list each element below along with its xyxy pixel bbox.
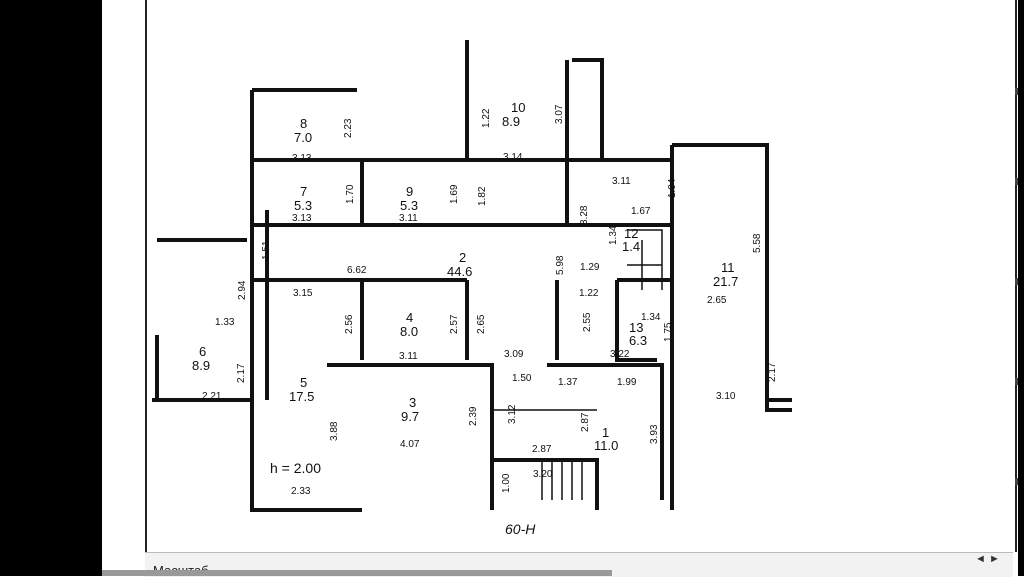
dim-label: 2.55 [582, 312, 593, 332]
room-10-area: 8.9 [502, 114, 520, 129]
dim-label: 3.10 [716, 391, 736, 402]
dim-label: 2.65 [476, 314, 487, 334]
dim-label: 1.69 [449, 184, 460, 204]
dim-label: 1.34 [641, 312, 661, 323]
dim-label: 3.15 [293, 288, 313, 299]
ceiling-height-note: h = 2.00 [270, 460, 321, 476]
dim-label: 1.70 [345, 184, 356, 204]
dimension-labels: 1.22 3.07 3.14 2.23 3.13 1.70 3.13 1.69 … [202, 104, 778, 497]
room-5-area: 17.5 [289, 389, 314, 404]
room-4-area: 8.0 [400, 324, 418, 339]
room-5-number: 5 [300, 375, 307, 390]
dim-label: 3.88 [329, 421, 340, 441]
dim-label: 2.87 [532, 444, 552, 455]
dim-label: 1.22 [579, 288, 599, 299]
room-13-number: 13 [629, 320, 643, 335]
room-7-number: 7 [300, 184, 307, 199]
dim-label: 1.00 [501, 473, 512, 493]
right-black-margin [1018, 0, 1024, 576]
ruler-tick [1015, 88, 1018, 95]
floor-plan-sheet: 1 11.0 2 44.6 3 9.7 4 8.0 5 17.5 6 8.9 7… [145, 0, 1017, 552]
room-1-area: 11.0 [594, 438, 618, 453]
page-navigation[interactable]: ◄ ► [975, 553, 1000, 565]
dim-label: 3.11 [399, 213, 418, 224]
dim-label: 3.28 [579, 205, 590, 225]
thin-lines [492, 229, 663, 500]
dim-label: 2.17 [767, 362, 778, 382]
ruler-tick [1015, 278, 1018, 285]
left-black-margin [0, 0, 102, 576]
room-3-number: 3 [409, 395, 416, 410]
room-3-area: 9.7 [401, 409, 419, 424]
room-6-area: 8.9 [192, 358, 210, 373]
dim-label: 1.75 [663, 322, 674, 342]
dim-label: 5.58 [752, 233, 763, 253]
dim-label: 2.33 [291, 486, 311, 497]
dim-label: 2.21 [202, 391, 222, 402]
room-11-number: 11 [721, 260, 735, 275]
room-8-area: 7.0 [294, 130, 312, 145]
dim-label: 1.50 [512, 373, 532, 384]
floor-plan-drawing: 1 11.0 2 44.6 3 9.7 4 8.0 5 17.5 6 8.9 7… [152, 40, 792, 537]
room-1-number: 1 [602, 425, 609, 440]
room-8-number: 8 [300, 116, 307, 131]
dim-label: 1.29 [580, 262, 600, 273]
room-9-number: 9 [406, 184, 413, 199]
dim-label: 3.09 [504, 349, 524, 360]
dim-label: 1.51 [261, 240, 272, 260]
ruler-tick [1015, 178, 1018, 185]
room-11-area: 21.7 [713, 274, 738, 289]
dim-label: 1.22 [481, 108, 492, 128]
dim-label: 1.99 [617, 377, 637, 388]
dim-label: 3.20 [533, 469, 553, 480]
dim-label: 3.13 [292, 213, 312, 224]
dim-label: 3.93 [649, 424, 660, 444]
room-9-area: 5.3 [400, 198, 418, 213]
room-7-area: 5.3 [294, 198, 312, 213]
dim-label: 2.65 [707, 295, 727, 306]
dim-label: 4.07 [400, 439, 420, 450]
room-4-number: 4 [406, 310, 413, 325]
dim-label: 2.57 [449, 314, 460, 334]
dim-label: 2.23 [343, 118, 354, 138]
ruler-tick [1015, 478, 1018, 485]
dim-label: 2.94 [237, 280, 248, 300]
dim-label: 1.67 [631, 206, 651, 217]
room-2-area: 44.6 [447, 264, 472, 279]
dim-label: 1.82 [477, 186, 488, 206]
dim-label: 3.11 [612, 176, 631, 187]
room-6-number: 6 [199, 344, 206, 359]
dim-label: 5.98 [555, 255, 566, 275]
room-13-area: 6.3 [629, 333, 647, 348]
dim-label: 2.87 [580, 412, 591, 432]
plan-stamp: 60-Н [505, 521, 536, 537]
room-10-number: 10 [511, 100, 525, 115]
dim-label: 1.94 [667, 178, 678, 198]
dim-label: 2.39 [468, 406, 479, 426]
ruler-tick [1015, 378, 1018, 385]
vertical-ruler-ticks [1012, 78, 1022, 538]
dim-label: 3.13 [292, 153, 312, 164]
dim-label: 1.34 [608, 225, 619, 245]
dim-label: 3.07 [554, 104, 565, 124]
dim-label: 1.37 [558, 377, 578, 388]
room-2-number: 2 [459, 250, 466, 265]
room-labels: 1 11.0 2 44.6 3 9.7 4 8.0 5 17.5 6 8.9 7… [192, 100, 738, 453]
dim-label: 3.22 [610, 349, 630, 360]
dim-label: 3.12 [507, 404, 518, 424]
room-12-number: 12 [624, 226, 638, 241]
dim-label: 3.14 [503, 152, 523, 163]
dim-label: 2.56 [344, 314, 355, 334]
room-12-area: 1.4 [622, 239, 640, 254]
dim-label: 6.62 [347, 265, 367, 276]
dim-label: 2.17 [236, 363, 247, 383]
horizontal-scrollbar[interactable] [102, 570, 612, 576]
dim-label: 1.33 [215, 317, 235, 328]
dim-label: 3.11 [399, 351, 418, 362]
